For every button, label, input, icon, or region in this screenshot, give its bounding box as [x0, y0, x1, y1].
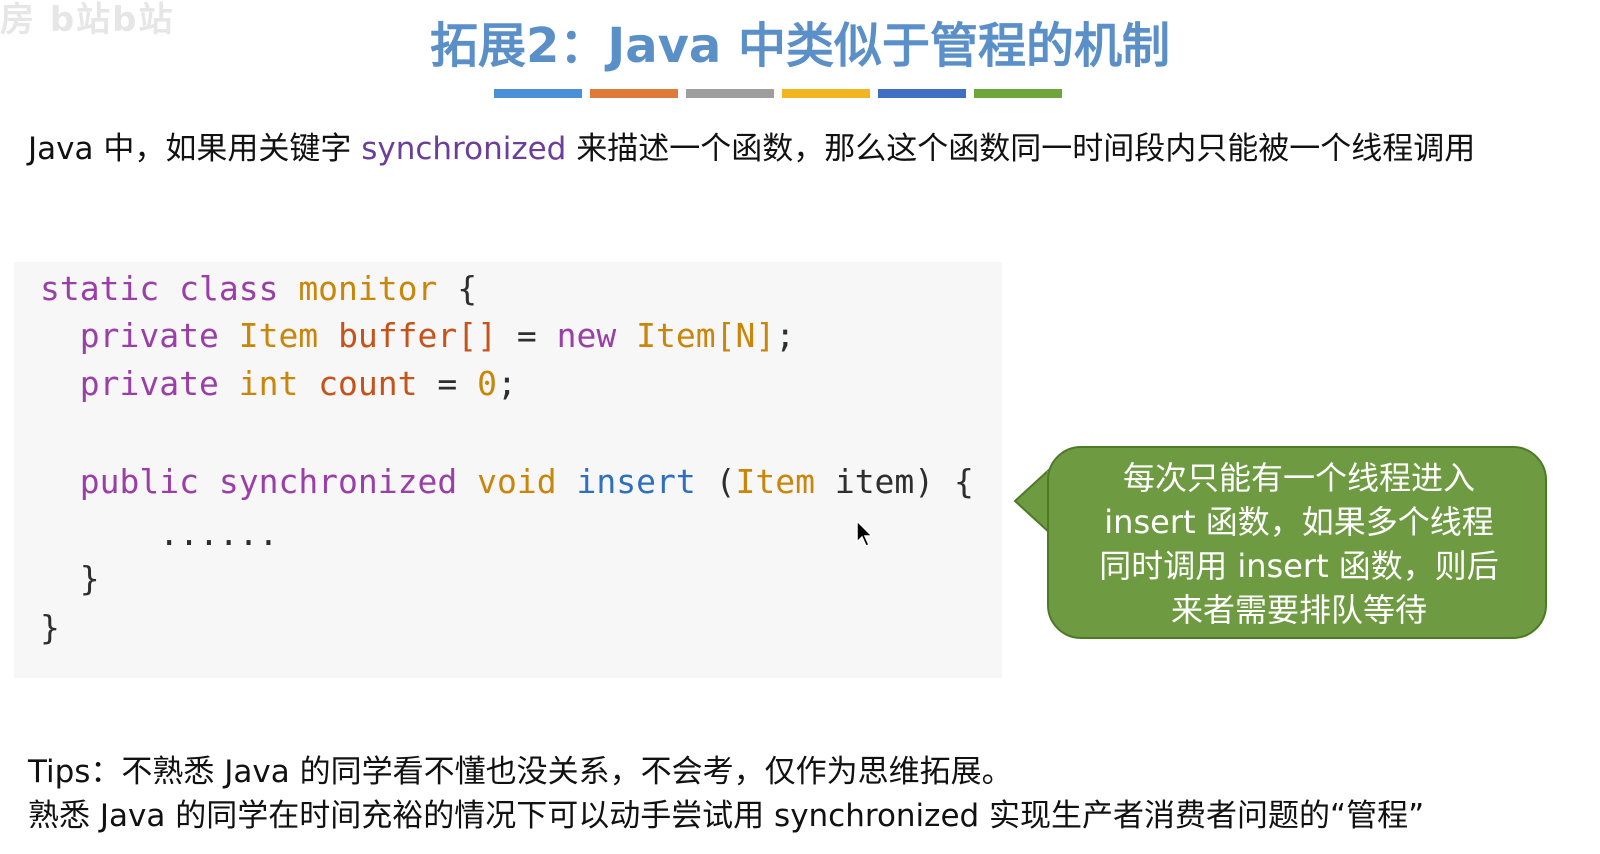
tips-line-1: Tips：不熟悉 Java 的同学看不懂也没关系，不会考，仅作为思维拓展。 [28, 754, 1013, 790]
intro-paragraph: Java 中，如果用关键字 synchronized 来描述一个函数，那么这个函… [28, 128, 1573, 171]
code-token [219, 316, 239, 355]
code-token: monitor [298, 269, 438, 308]
title-divider [494, 89, 1074, 98]
code-token [278, 269, 298, 308]
code-token: buffer[] [338, 316, 498, 355]
code-token: = [417, 364, 478, 403]
callout-line-3: 同时调用 insert 函数，则后 [1099, 547, 1499, 585]
code-indent [40, 316, 80, 355]
code-token: class [179, 269, 279, 308]
code-token [457, 462, 477, 501]
code-line-7: } [40, 608, 60, 647]
code-line-2: private Item buffer[] = new Item[N]; [40, 315, 795, 357]
code-token: 0 [477, 364, 498, 403]
code-token: static [40, 269, 160, 308]
divider-segment-5 [878, 89, 966, 98]
code-token: int [238, 364, 299, 403]
slide-title: 拓展2：Java 中类似于管程的机制 [429, 18, 1171, 74]
code-token: = [497, 316, 557, 355]
code-token [199, 462, 219, 501]
watermark: 房 b站b站 [0, 0, 175, 40]
callout-line-4: 来者需要排队等待 [1170, 591, 1427, 629]
code-token: public [79, 462, 199, 501]
code-token: synchronized [218, 462, 458, 501]
code-line-5: ...... [40, 514, 279, 553]
code-token: Item[N] [636, 316, 776, 355]
mouse-cursor-icon [856, 520, 874, 547]
code-token: Item [238, 316, 319, 355]
callout-tail [1013, 466, 1051, 536]
code-token [298, 364, 318, 403]
code-token [159, 269, 179, 308]
intro-text-before: Java 中，如果用关键字 [28, 131, 362, 167]
divider-segment-2 [590, 89, 678, 98]
code-panel: static class monitor { private Item buff… [14, 262, 1002, 678]
code-token: ; [775, 316, 796, 355]
code-token: Item [735, 462, 815, 501]
code-token: count [318, 364, 418, 403]
code-token [318, 316, 338, 355]
code-line-6: } [40, 559, 100, 598]
code-line-1: static class monitor { [40, 268, 477, 310]
code-token [557, 462, 577, 501]
divider-segment-4 [782, 89, 870, 98]
code-token: private [79, 316, 219, 355]
tips-block: Tips：不熟悉 Java 的同学看不懂也没关系，不会考，仅作为思维拓展。 熟悉… [28, 750, 1588, 838]
code-token: new [556, 316, 617, 355]
intro-keyword: synchronized [361, 131, 567, 167]
code-token: private [79, 364, 219, 403]
callout-bubble: 每次只能有一个线程进入 insert 函数，如果多个线程 同时调用 insert… [1047, 446, 1547, 639]
code-line-3: private int count = 0; [40, 363, 517, 405]
callout-line-2: insert 函数，如果多个线程 [1104, 503, 1494, 541]
code-token: ; [497, 364, 517, 403]
code-token: insert [576, 462, 696, 501]
divider-segment-1 [494, 89, 582, 98]
divider-segment-6 [974, 89, 1062, 98]
code-indent [40, 462, 80, 501]
intro-text-after: 来描述一个函数，那么这个函数同一时间段内只能被一个线程调用 [566, 131, 1476, 167]
code-line-4: public synchronized void insert (Item it… [40, 461, 974, 503]
code-token: ( [695, 462, 736, 501]
code-indent [40, 364, 80, 403]
code-token: { [437, 269, 478, 308]
code-token [219, 364, 239, 403]
callout-line-1: 每次只能有一个线程进入 [1122, 459, 1475, 497]
callout-text: 每次只能有一个线程进入 insert 函数，如果多个线程 同时调用 insert… [1067, 456, 1531, 632]
divider-segment-3 [686, 89, 774, 98]
code-token: item) { [814, 462, 974, 501]
code-token: void [477, 462, 557, 501]
code-token [616, 316, 636, 355]
tips-line-2: 熟悉 Java 的同学在时间充裕的情况下可以动手尝试用 synchronized… [28, 798, 1425, 834]
